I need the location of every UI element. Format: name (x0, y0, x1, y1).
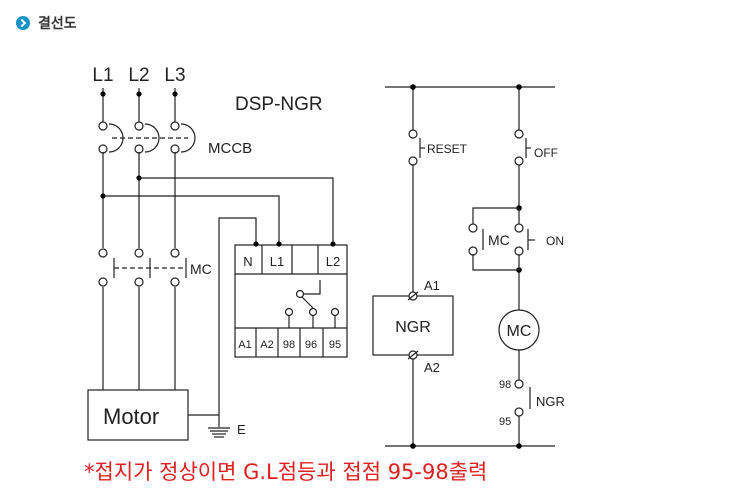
relay-feed-wires (103, 177, 334, 244)
off-switch (514, 129, 531, 166)
mc-coil-label: MC (507, 323, 532, 340)
mccb-breaker (98, 121, 196, 154)
model-label: DSP-NGR (235, 94, 323, 115)
reset-label: RESET (427, 142, 468, 156)
contact-98-label: 98 (499, 379, 511, 391)
relay-terminal-l2: L2 (326, 254, 340, 269)
on-label: ON (546, 234, 564, 248)
ngr-a1-label: A1 (424, 278, 440, 293)
relay-terminal-dots (253, 241, 336, 247)
relay-terminal-l1: L1 (270, 254, 284, 269)
contact-95-label: 95 (499, 416, 511, 428)
reset-switch (408, 129, 425, 166)
ngr-unit (372, 291, 454, 360)
relay-terminal-n: N (243, 254, 252, 269)
off-label: OFF (534, 146, 558, 160)
section-header: 결선도 (16, 13, 77, 33)
mccb-label: MCCB (208, 140, 252, 157)
phase-lines (102, 88, 176, 390)
ngr-contact (514, 379, 531, 417)
phase-label-l2: L2 (128, 65, 149, 86)
mc-coil (498, 309, 540, 351)
relay-terminal-a2: A2 (260, 339, 273, 351)
relay-terminal-96: 96 (305, 339, 317, 351)
mc-aux-label: MC (488, 232, 510, 248)
contact-ngr-label: NGR (536, 394, 565, 409)
rail-dots (410, 84, 522, 449)
circle-chevron-right-icon (16, 16, 30, 30)
phase-label-l3: L3 (164, 65, 185, 86)
grounding-note: *접지가 정상이면 G.L점등과 접점 95-98출력 (84, 460, 488, 484)
mc-aux-and-on-switch (468, 207, 535, 271)
relay-terminal-98: 98 (283, 339, 295, 351)
mc-contactor (98, 248, 187, 287)
ground-label: E (237, 422, 246, 437)
section-title: 결선도 (38, 16, 77, 32)
relay-terminal-a1: A1 (238, 339, 251, 351)
mc-contactor-label: MC (190, 261, 212, 277)
relay-terminal-95: 95 (329, 339, 341, 351)
ngr-box-label: NGR (395, 319, 431, 336)
ground-symbol (188, 217, 257, 438)
phase-label-l1: L1 (92, 65, 113, 86)
motor-label: Motor (103, 404, 159, 429)
dsp-ngr-relay (234, 244, 348, 358)
ngr-a2-label: A2 (424, 360, 440, 375)
